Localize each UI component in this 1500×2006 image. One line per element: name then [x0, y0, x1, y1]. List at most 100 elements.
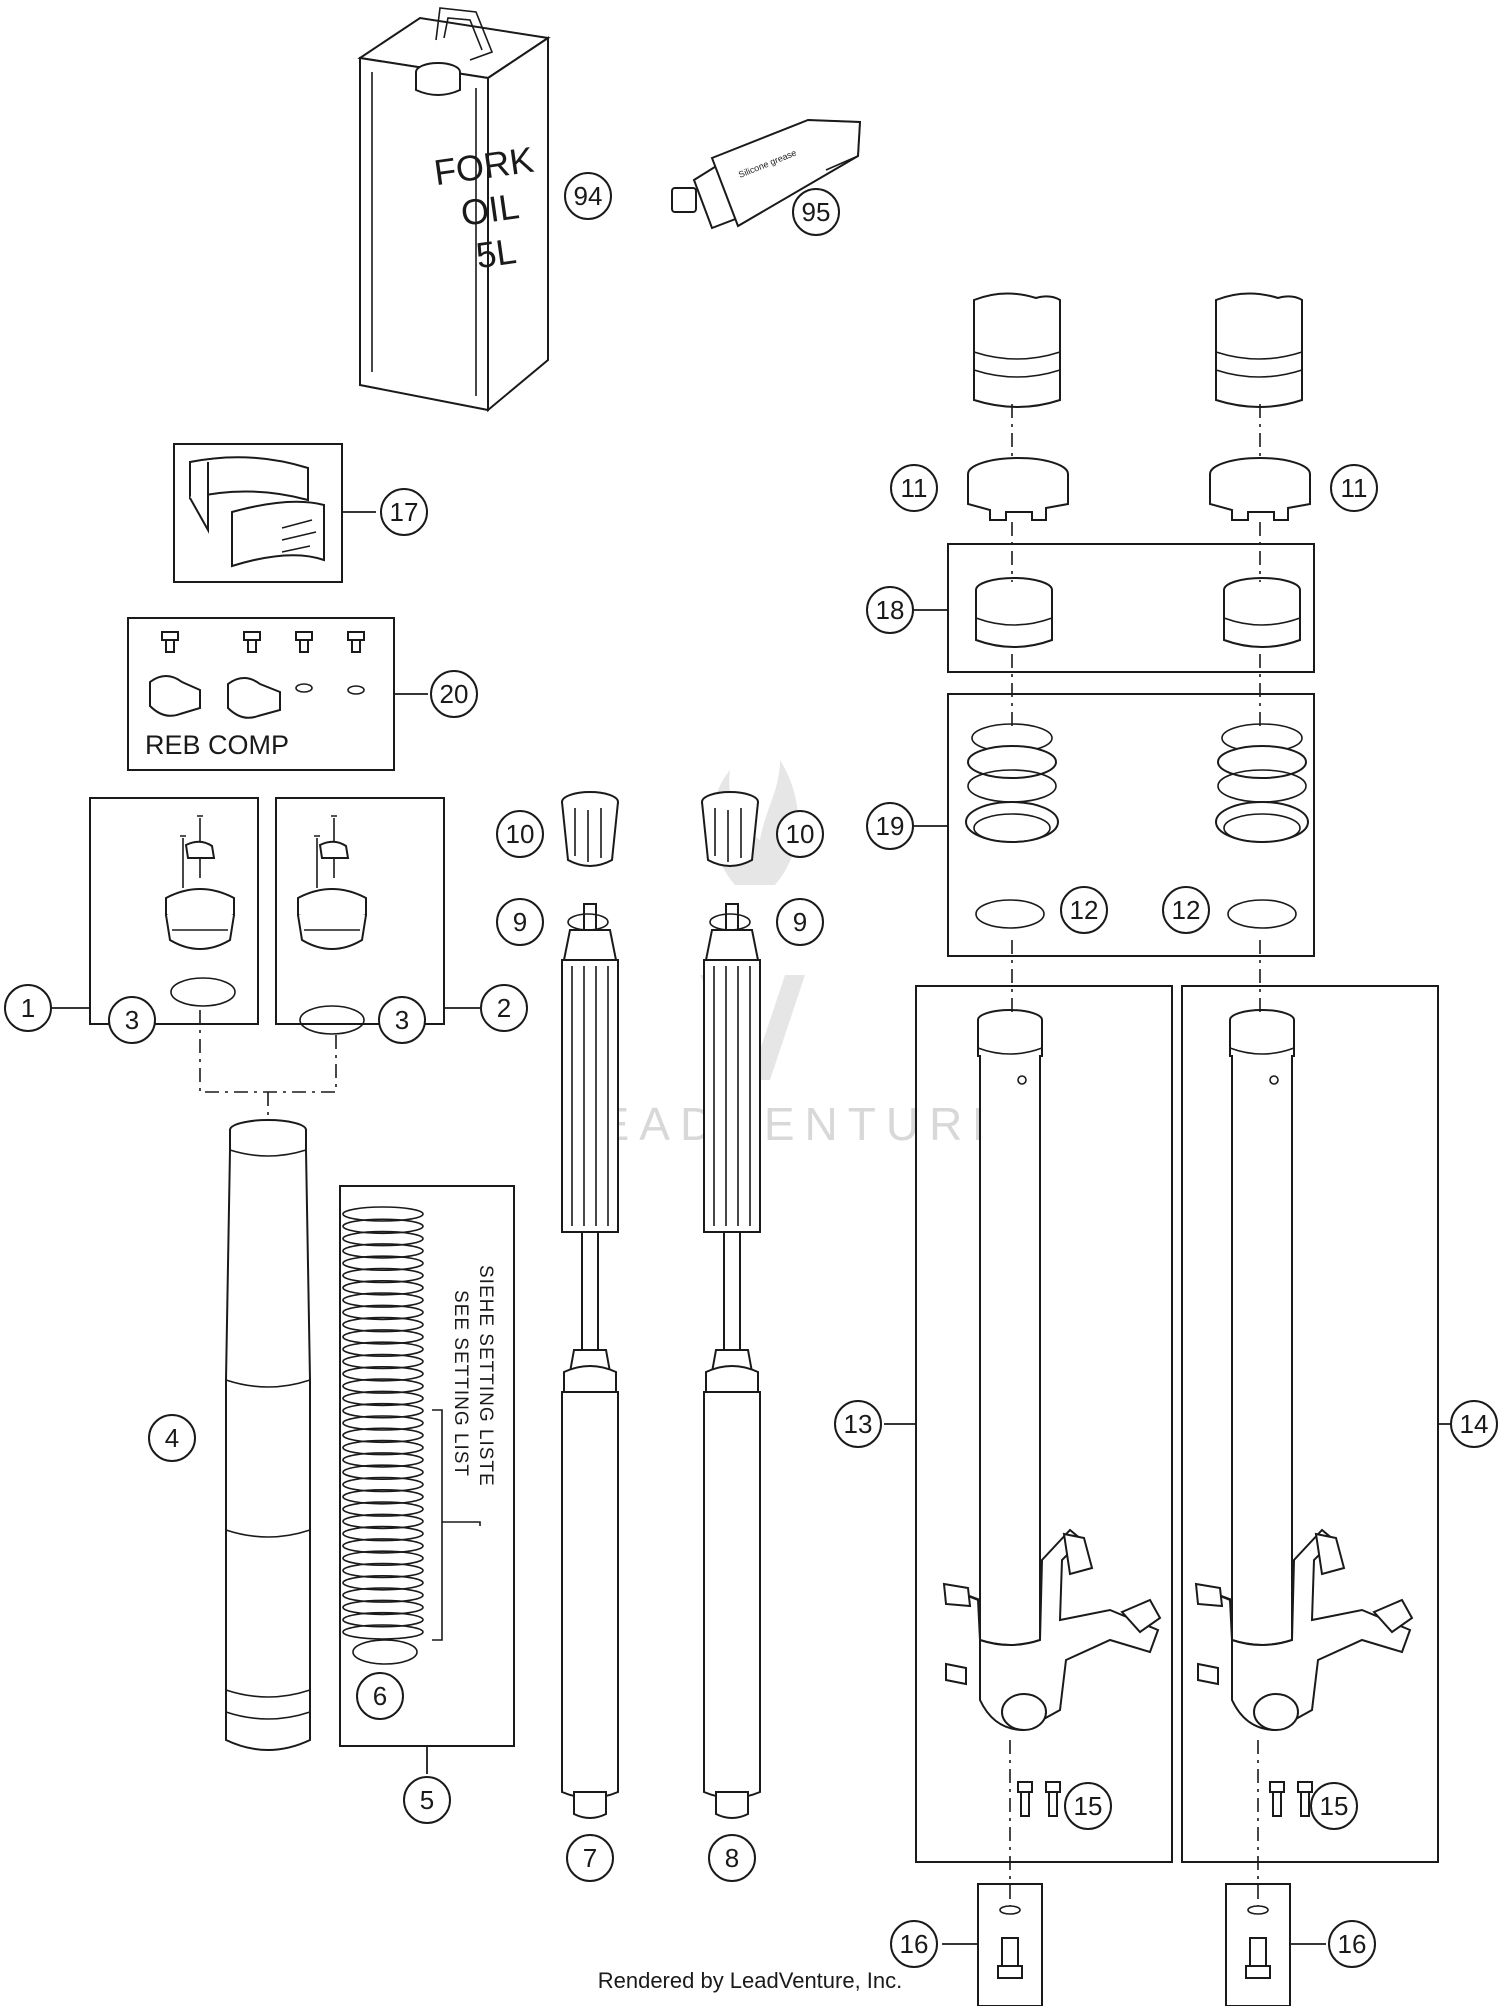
spring-coil	[342, 1341, 424, 1357]
svg-text:10: 10	[786, 819, 815, 849]
callout-2: 2	[480, 984, 528, 1032]
callout-13: 13	[834, 1400, 882, 1448]
svg-text:15: 15	[1074, 1791, 1103, 1821]
svg-text:4: 4	[165, 1423, 179, 1453]
callout-8: 8	[708, 1834, 756, 1882]
spring-coil	[342, 1599, 424, 1616]
svg-text:16: 16	[900, 1929, 929, 1959]
svg-text:8: 8	[725, 1843, 739, 1873]
spring-note-en: SEE SETTING LIST	[450, 1290, 471, 1477]
callout-15-right: 15	[1310, 1782, 1358, 1830]
spring-coil	[342, 1439, 424, 1456]
svg-text:2: 2	[497, 993, 511, 1023]
bottom-bolt-right	[1245, 1905, 1271, 1979]
svg-text:13: 13	[844, 1409, 873, 1439]
callout-3-right: 3	[378, 996, 426, 1044]
spring-coil	[342, 1587, 424, 1603]
callout-10-left: 10	[496, 810, 544, 858]
bottom-bolt-left	[997, 1905, 1023, 1979]
axle-clamp-right	[1194, 1528, 1414, 1732]
spring-coil	[342, 1292, 424, 1308]
spring-coil	[342, 1329, 424, 1345]
spring-coil	[342, 1575, 424, 1591]
fork-protector-top-left	[973, 292, 1061, 408]
bottom-bolt-box-left	[977, 1883, 1043, 2006]
callout-3-left: 3	[108, 996, 156, 1044]
callout-6: 6	[356, 1672, 404, 1720]
spring-coil	[342, 1415, 424, 1431]
fork-cap-left	[89, 797, 259, 1025]
spring-coil	[342, 1267, 424, 1284]
callout-5: 5	[403, 1776, 451, 1824]
svg-text:12: 12	[1070, 895, 1099, 925]
svg-text:9: 9	[513, 907, 527, 937]
svg-text:11: 11	[901, 473, 928, 503]
spring-coil	[342, 1476, 424, 1493]
spring-coil	[342, 1489, 424, 1505]
callout-18: 18	[866, 586, 914, 634]
clamp-screws-right	[1269, 1781, 1313, 1817]
kit-knobs	[149, 675, 281, 719]
spring-coil	[342, 1538, 424, 1554]
spring-coil	[342, 1316, 424, 1333]
svg-text:14: 14	[1460, 1409, 1489, 1439]
svg-text:5: 5	[420, 1785, 434, 1815]
callout-10-right: 10	[776, 810, 824, 858]
clamp-ring-left	[967, 457, 1069, 521]
svg-text:6: 6	[373, 1681, 387, 1711]
washer-right	[709, 913, 751, 931]
callout-12-left: 12	[1060, 886, 1108, 934]
callout-20: 20	[430, 670, 478, 718]
spring-coil	[342, 1390, 424, 1407]
spring-coil	[342, 1513, 424, 1530]
adjuster-kit-box: REB COMP	[127, 617, 395, 771]
spring-coil	[342, 1550, 424, 1566]
fork-protector-top-right	[1215, 292, 1303, 408]
bushing-kit-box	[947, 543, 1315, 673]
watermark-text: LEADVENTURE	[563, 1098, 1013, 1150]
inner-tube-left	[977, 1009, 1043, 1646]
bump-rubber-right	[701, 791, 759, 867]
inner-tube-right	[1229, 1009, 1295, 1646]
spring-coil	[342, 1611, 424, 1628]
spring-coil	[342, 1255, 424, 1271]
axle-clamp-left	[942, 1528, 1162, 1732]
spring-coil	[342, 1402, 424, 1419]
callout-14: 14	[1450, 1400, 1498, 1448]
svg-text:1: 1	[21, 993, 35, 1023]
spring-coil	[342, 1525, 424, 1542]
spring-note-de: SIEHE SETTING LISTE	[475, 1265, 496, 1487]
callout-9-right: 9	[776, 898, 824, 946]
seal-kit-box	[947, 693, 1315, 957]
callout-16-left: 16	[890, 1920, 938, 1968]
svg-text:16: 16	[1338, 1929, 1367, 1959]
spring-box: SIEHE SETTING LISTE SEE SETTING LIST	[339, 1185, 515, 1747]
fork-oil-can: FORK OIL 5L	[357, 7, 551, 413]
callout-15-left: 15	[1064, 1782, 1112, 1830]
callout-11-right: 11	[1330, 464, 1378, 512]
svg-text:10: 10	[506, 819, 535, 849]
outer-fork-tube	[225, 1119, 311, 1751]
slide-bushing-left	[975, 577, 1053, 648]
svg-text:94: 94	[574, 181, 603, 211]
callout-1: 1	[4, 984, 52, 1032]
svg-text:20: 20	[440, 679, 469, 709]
callout-12-right: 12	[1162, 886, 1210, 934]
svg-text:15: 15	[1320, 1791, 1349, 1821]
spring-coil	[342, 1501, 424, 1517]
washer-left	[567, 913, 609, 931]
seals-left	[965, 723, 1059, 929]
bump-rubber-left	[561, 791, 619, 867]
seals-right	[1215, 723, 1309, 929]
callout-4: 4	[148, 1414, 196, 1462]
cartridge-right	[703, 903, 761, 1819]
fork-spring	[342, 1206, 424, 1640]
svg-text:3: 3	[125, 1005, 139, 1035]
spring-coil	[342, 1304, 424, 1321]
bushing-box	[173, 443, 343, 583]
spring-coil	[342, 1464, 424, 1480]
cartridge-left	[561, 903, 619, 1819]
callout-19: 19	[866, 802, 914, 850]
slide-bushing-right	[1223, 577, 1301, 648]
